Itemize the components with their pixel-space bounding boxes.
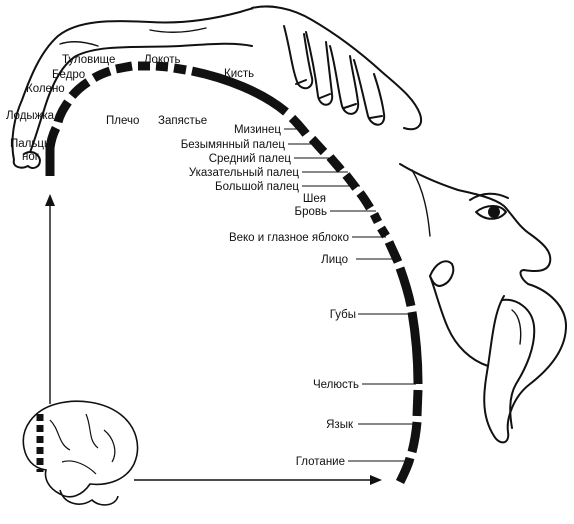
- label-tongue: Язык: [326, 419, 354, 431]
- motor-cortex-arc: [45, 61, 423, 485]
- arc-segment-jaw: [412, 389, 423, 417]
- arc-segment-lips: [407, 311, 423, 385]
- arc-segment-wrist: [173, 63, 187, 75]
- arc-segment-thumb: [356, 190, 374, 211]
- label-ankle: Лодыжка: [6, 110, 55, 122]
- arc-segment-elbow: [155, 61, 169, 72]
- arc-segment-tongue: [407, 421, 422, 454]
- brain-icon: [22, 400, 139, 506]
- label-index-finger: Указательный палец: [189, 167, 300, 179]
- arc-segment-middle-finger: [326, 154, 345, 173]
- label-trunk: Туловище: [62, 54, 115, 66]
- label-middle-finger: Средний палец: [209, 153, 292, 165]
- label-jaw: Челюсть: [313, 379, 359, 391]
- label-eyelid-eyeball: Веко и глазное яблоко: [229, 232, 349, 244]
- arc-segment-neck: [369, 211, 383, 225]
- label-lips: Губы: [330, 309, 356, 321]
- label-wrist: Запястье: [158, 115, 207, 127]
- arc-segment-hand: [191, 66, 289, 116]
- label-ring-finger: Безымянный палец: [181, 139, 286, 151]
- label-thumb: Большой палец: [215, 181, 299, 193]
- label-neck: Шея: [303, 193, 326, 205]
- arc-segment-index-finger: [342, 172, 360, 191]
- label-toes-line2: ног: [22, 151, 39, 163]
- label-shoulder: Плечо: [106, 115, 139, 127]
- label-hip: Бедро: [52, 69, 85, 81]
- arc-segment-face: [395, 266, 416, 307]
- label-little-finger: Мизинец: [234, 124, 281, 136]
- arc-segment-trunk: [115, 61, 133, 74]
- arc-segment-ring-finger: [308, 135, 328, 156]
- label-hand: Кисть: [224, 68, 254, 80]
- arc-segment-ankle: [53, 99, 72, 124]
- label-swallowing: Глотание: [296, 456, 345, 468]
- head-icon: [399, 163, 567, 444]
- arc-segment-knee: [68, 78, 91, 99]
- label-brow: Бровь: [295, 206, 327, 218]
- arc-segment-brow: [377, 225, 390, 239]
- arc-segment-eyelid: [384, 240, 403, 264]
- arc-segment-toes: [45, 125, 61, 176]
- arc-segment-swallowing: [395, 456, 415, 485]
- label-toes-line1: Пальцы: [10, 138, 52, 150]
- label-elbow: Локоть: [144, 54, 181, 66]
- arc-segment-hip: [91, 66, 112, 82]
- region-labels: Пальцы ног Лодыжка Колено Бедро Туловище…: [6, 54, 359, 468]
- label-knee: Колено: [26, 83, 65, 95]
- arc-segment-little-finger: [288, 114, 310, 137]
- leader-lines: [284, 128, 416, 462]
- label-face: Лицо: [321, 254, 348, 266]
- connector-arrows: [45, 194, 382, 485]
